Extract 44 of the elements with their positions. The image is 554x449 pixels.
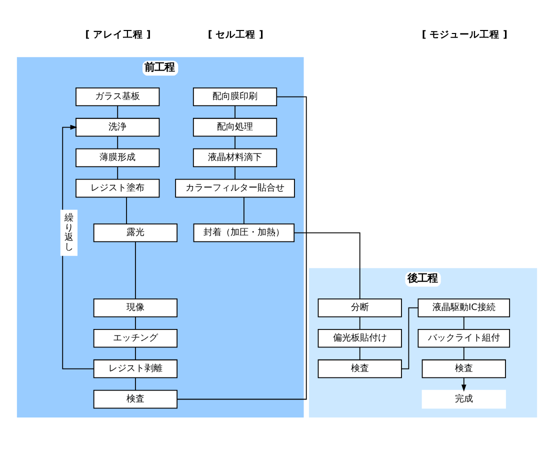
connector — [294, 232, 360, 299]
connector — [176, 96, 307, 400]
node-box: 封着（加圧・加熱） — [193, 222, 295, 242]
node-box: 分断 — [318, 298, 402, 317]
node-box: 偏光板貼付け — [318, 328, 402, 348]
node-box: 露光 — [93, 222, 178, 242]
node-box: 現像 — [93, 298, 178, 317]
arrow — [461, 376, 466, 392]
label: [ セル工程 ] — [208, 29, 264, 40]
connector — [117, 135, 118, 149]
edge-label: 繰り返し — [64, 213, 74, 252]
label: [ モジュール工程 ] — [422, 29, 508, 40]
connector — [135, 316, 136, 330]
node-box: レジスト剥離 — [93, 358, 178, 378]
node-box: 配向処理 — [192, 117, 278, 136]
connector — [463, 346, 464, 360]
connector — [234, 166, 236, 180]
label: [ アレイ工程 ] — [85, 29, 151, 40]
node-box: ガラス基板 — [76, 86, 160, 106]
connector — [117, 104, 118, 118]
node-box: 完成 — [422, 389, 506, 408]
node-box: カラーフィルター貼合せ — [175, 178, 295, 198]
connector — [463, 316, 464, 330]
connector — [135, 241, 136, 299]
node-box: 検査 — [422, 358, 506, 378]
node-box: 液晶駆動IC接続 — [418, 298, 510, 317]
connector — [234, 135, 236, 149]
node-box: レジスト塗布 — [76, 178, 160, 198]
node-box: 洗浄 — [76, 117, 160, 136]
connector — [126, 196, 127, 224]
node-box: 検査 — [318, 358, 402, 378]
connector — [359, 316, 360, 330]
connector — [135, 346, 136, 360]
node-box: 配向膜印刷 — [192, 86, 278, 106]
node-box: バックライト組付 — [418, 328, 510, 348]
node-box: 薄膜形成 — [76, 148, 160, 167]
node-box: 検査 — [93, 389, 178, 408]
connector — [401, 306, 419, 369]
connector — [117, 166, 118, 180]
node-box: 液晶材料滴下 — [192, 148, 278, 167]
connector — [135, 376, 136, 390]
connector — [234, 104, 236, 118]
node-box: エッチング — [93, 328, 178, 348]
connector — [359, 346, 360, 360]
